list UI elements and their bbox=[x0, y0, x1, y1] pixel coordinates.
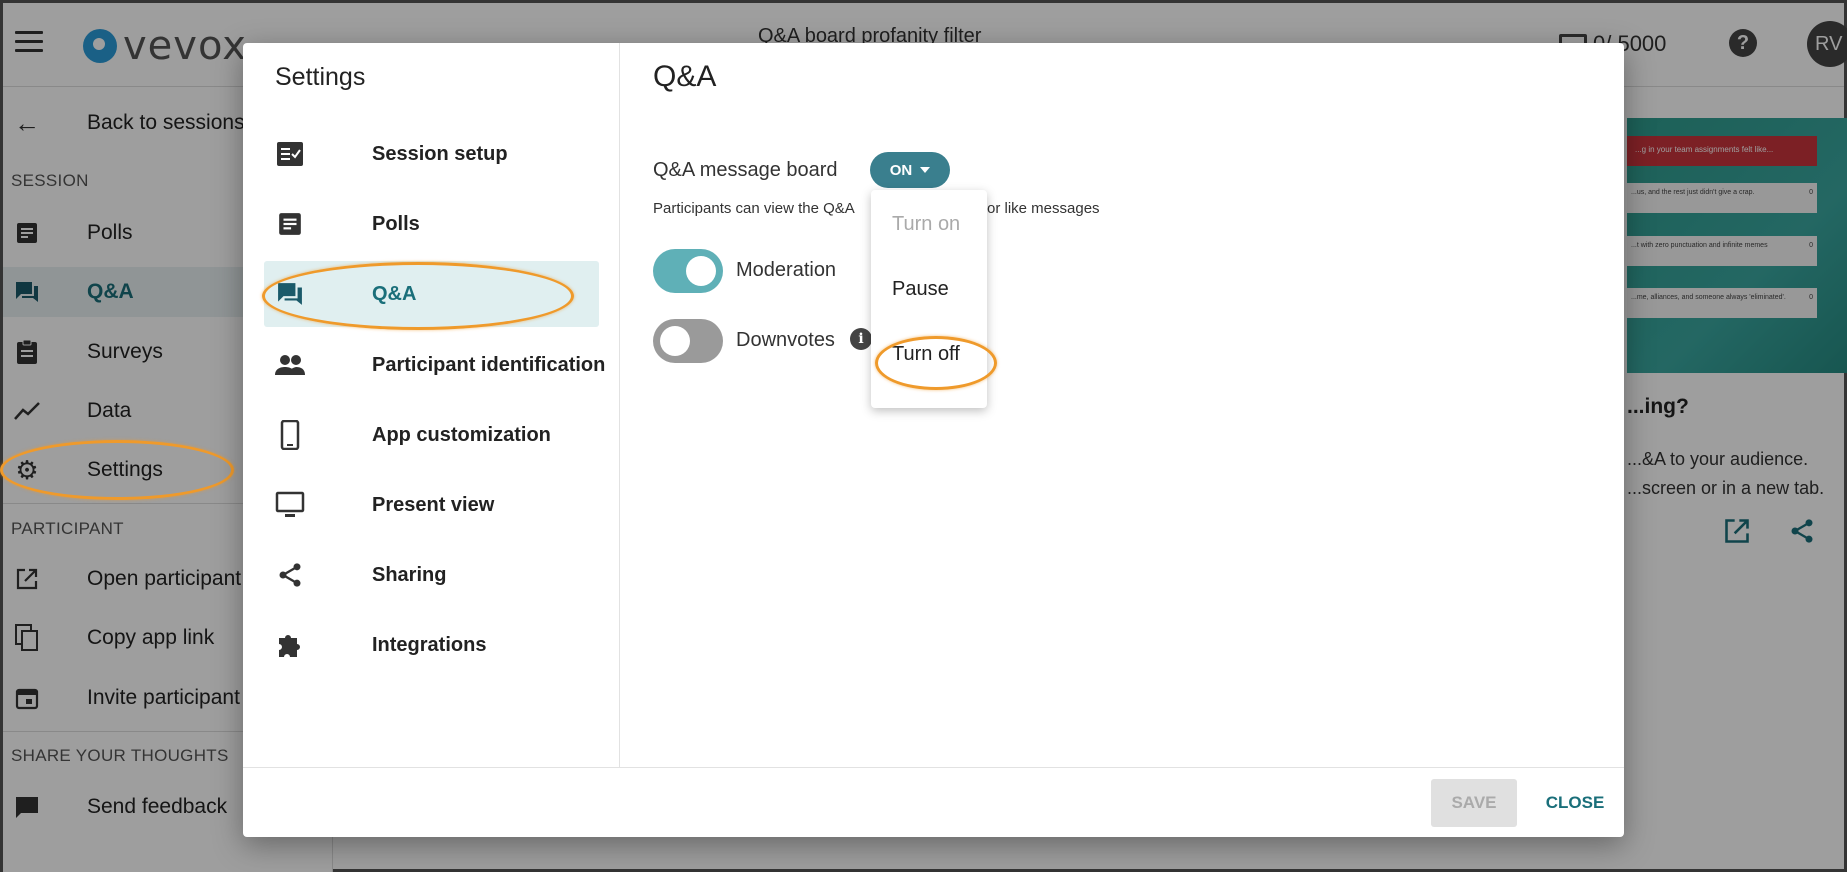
menu-item-sharing[interactable]: Sharing bbox=[264, 542, 599, 608]
sidebar-item-data[interactable]: Data bbox=[3, 386, 333, 436]
polls-icon bbox=[13, 219, 41, 247]
sidebar-item-copy-link[interactable]: Copy app link bbox=[3, 613, 333, 663]
avatar[interactable]: RV bbox=[1807, 21, 1847, 67]
sidebar-item-surveys[interactable]: Surveys bbox=[3, 327, 333, 377]
board-status-dropdown-button[interactable]: ON bbox=[870, 152, 950, 188]
menu-item-app-customization[interactable]: App customization bbox=[264, 402, 599, 468]
share-icon[interactable] bbox=[1788, 517, 1818, 547]
board-status-menu: Turn on Pause Turn off bbox=[871, 190, 987, 408]
toggle-knob bbox=[660, 326, 690, 356]
menu-option-pause[interactable]: Pause bbox=[892, 277, 949, 300]
sidebar-item-send-feedback[interactable]: Send feedback bbox=[3, 782, 333, 832]
settings-menu: Settings Session setup Polls Q&A Partici… bbox=[243, 43, 620, 767]
copy-icon bbox=[13, 624, 41, 652]
menu-item-session-setup[interactable]: Session setup bbox=[264, 121, 599, 187]
menu-option-turn-off[interactable]: Turn off bbox=[892, 342, 960, 365]
feedback-icon bbox=[13, 793, 41, 821]
open-external-icon bbox=[13, 565, 41, 593]
save-button[interactable]: SAVE bbox=[1431, 779, 1517, 827]
arrow-left-icon: ← bbox=[14, 107, 40, 138]
section-share: SHARE YOUR THOUGHTS bbox=[11, 746, 229, 765]
menu-item-present-view[interactable]: Present view bbox=[264, 472, 599, 538]
downvotes-label: Downvotes bbox=[736, 329, 835, 351]
preview-card: ...us, and the rest just didn't give a c… bbox=[1627, 183, 1817, 213]
sidebar-item-invite[interactable]: Invite participant bbox=[3, 673, 333, 723]
toggle-knob bbox=[686, 256, 716, 286]
board-description: Participants can view the Q&A bbox=[653, 200, 855, 217]
board-description-end: or like messages bbox=[987, 200, 1100, 217]
clipboard-icon bbox=[13, 338, 41, 366]
logo-mark-icon bbox=[83, 29, 117, 63]
section-session: SESSION bbox=[11, 171, 89, 190]
polls-icon bbox=[274, 208, 306, 240]
moderation-toggle[interactable] bbox=[653, 249, 723, 293]
session-title: Q&A board profanity filter bbox=[758, 25, 982, 47]
divider bbox=[3, 731, 333, 732]
menu-item-participant-identification[interactable]: Participant identification bbox=[264, 332, 605, 398]
gear-icon: ⚙ bbox=[15, 454, 39, 485]
back-to-sessions[interactable]: ← Back to sessions bbox=[14, 107, 245, 138]
menu-icon[interactable] bbox=[15, 31, 43, 55]
dialog-footer: SAVE CLOSE bbox=[243, 767, 1624, 837]
present-description: ...&A to your audience. ...screen or in … bbox=[1627, 449, 1825, 498]
caret-down-icon bbox=[920, 167, 931, 173]
people-icon bbox=[274, 349, 306, 381]
present-title: ...ing? bbox=[1627, 395, 1689, 418]
menu-item-qa[interactable]: Q&A bbox=[264, 261, 599, 327]
preview-banner: ...g in your team assignments felt like.… bbox=[1627, 136, 1817, 166]
menu-option-turn-on: Turn on bbox=[892, 212, 961, 235]
qa-icon bbox=[274, 278, 306, 310]
session-setup-icon bbox=[274, 138, 306, 170]
phone-icon bbox=[274, 419, 306, 451]
monitor-icon bbox=[274, 489, 306, 521]
calendar-icon bbox=[13, 684, 41, 712]
sidebar-item-open-participant[interactable]: Open participant bbox=[3, 554, 333, 604]
qa-preview-image: ...g in your team assignments felt like.… bbox=[1627, 118, 1847, 373]
chart-line-icon bbox=[13, 397, 41, 425]
downvotes-toggle[interactable] bbox=[653, 319, 723, 363]
preview-card: ...me, alliances, and someone always 'el… bbox=[1627, 288, 1817, 318]
moderation-label: Moderation bbox=[736, 259, 837, 281]
menu-item-polls[interactable]: Polls bbox=[264, 191, 599, 257]
open-external-icon[interactable] bbox=[1723, 517, 1753, 547]
qa-icon bbox=[13, 278, 41, 306]
help-icon[interactable]: ? bbox=[1729, 29, 1757, 57]
divider bbox=[3, 503, 333, 504]
sidebar-item-polls[interactable]: Polls bbox=[3, 208, 333, 258]
dialog-title: Settings bbox=[275, 63, 366, 91]
info-icon[interactable]: i bbox=[850, 328, 872, 350]
section-title: Q&A bbox=[653, 60, 717, 93]
menu-item-integrations[interactable]: Integrations bbox=[264, 612, 599, 678]
message-board-label: Q&A message board bbox=[653, 159, 838, 181]
vevox-logo: vevox bbox=[83, 23, 247, 69]
sidebar-item-settings[interactable]: ⚙ Settings bbox=[3, 445, 333, 495]
close-button[interactable]: CLOSE bbox=[1545, 793, 1605, 812]
qa-settings-panel: Q&A Q&A message board ON Participants ca… bbox=[621, 43, 1624, 767]
puzzle-icon bbox=[274, 629, 306, 661]
logo-text: vevox bbox=[123, 23, 247, 69]
preview-card: ...t with zero punctuation and infinite … bbox=[1627, 236, 1817, 266]
section-participant: PARTICIPANT bbox=[11, 519, 124, 538]
settings-dialog: Settings Session setup Polls Q&A Partici… bbox=[243, 43, 1624, 837]
share-icon bbox=[274, 559, 306, 591]
